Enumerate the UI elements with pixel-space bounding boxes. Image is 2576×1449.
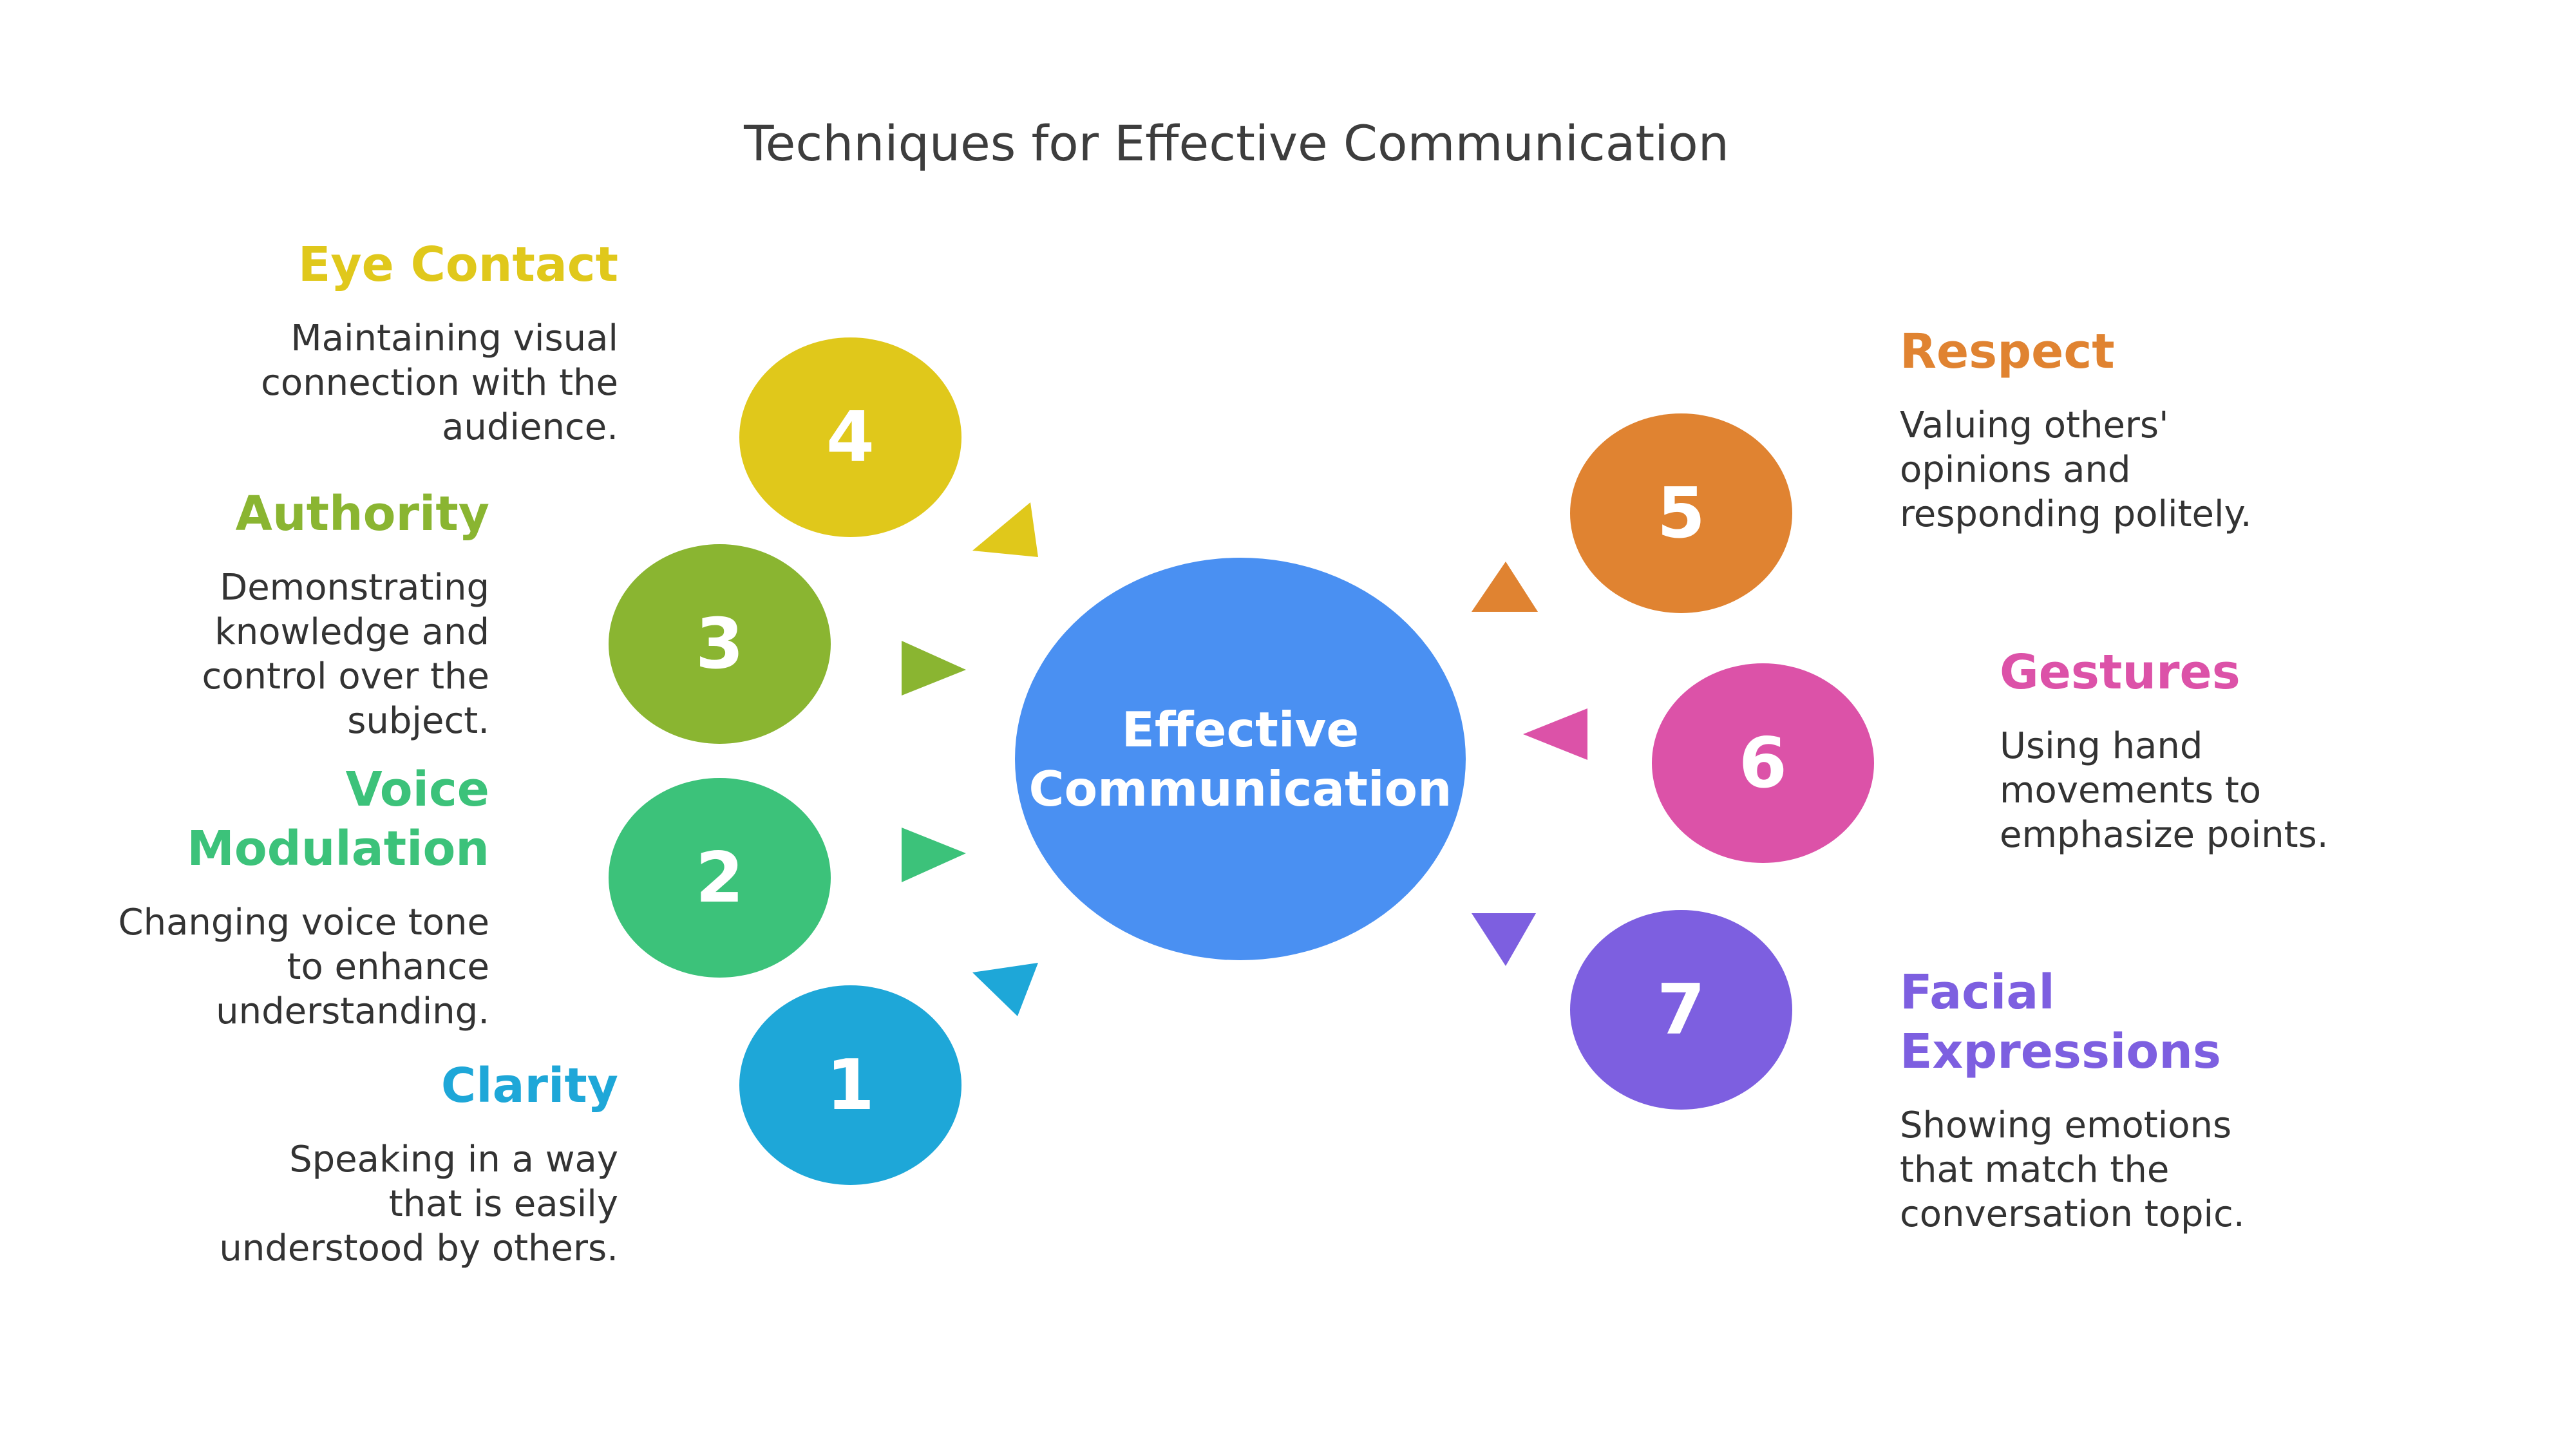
technique-6-number: 6 bbox=[1738, 723, 1788, 804]
technique-2-text: Voice Modulation Changing voice tone to … bbox=[90, 760, 489, 1034]
arrow-3-icon bbox=[902, 641, 966, 696]
technique-4-heading: Eye Contact bbox=[298, 237, 618, 292]
technique-2-circle: 2 bbox=[609, 778, 831, 978]
center-label-line-2: Communication bbox=[1028, 760, 1452, 817]
technique-3-description: Demonstrating knowledge and control over… bbox=[202, 567, 490, 742]
technique-3-number: 3 bbox=[695, 603, 744, 685]
technique-6-heading: Gestures bbox=[2000, 645, 2240, 700]
center-label: Effective Communication bbox=[1029, 700, 1452, 819]
technique-5-number: 5 bbox=[1656, 473, 1706, 554]
arrow-5-icon bbox=[1472, 562, 1538, 612]
center-circle: Effective Communication bbox=[1015, 558, 1466, 960]
arrow-7-icon bbox=[1472, 913, 1536, 966]
technique-6-circle: 6 bbox=[1652, 663, 1874, 863]
technique-3-circle: 3 bbox=[609, 544, 831, 744]
center-label-line-1: Effective bbox=[1121, 701, 1359, 758]
technique-3-heading: Authority bbox=[235, 486, 489, 542]
technique-1-number: 1 bbox=[826, 1045, 875, 1126]
technique-4-circle: 4 bbox=[739, 337, 961, 537]
technique-5-heading: Respect bbox=[1900, 324, 2115, 379]
technique-5-description: Valuing others' opinions and responding … bbox=[1900, 404, 2252, 535]
arrow-4-icon bbox=[972, 502, 1038, 557]
technique-3-text: Authority Demonstrating knowledge and co… bbox=[90, 484, 490, 743]
technique-7-heading: Facial Expressions bbox=[1900, 965, 2221, 1079]
technique-7-text: Facial Expressions Showing emotions that… bbox=[1900, 963, 2260, 1236]
diagram-title: Techniques for Effective Communication bbox=[744, 115, 1729, 172]
arrow-2-icon bbox=[902, 828, 966, 882]
technique-7-description: Showing emotions that match the conversa… bbox=[1900, 1104, 2245, 1235]
technique-4-description: Maintaining visual connection with the a… bbox=[261, 317, 618, 448]
technique-5-text: Respect Valuing others' opinions and res… bbox=[1900, 322, 2299, 536]
technique-4-text: Eye Contact Maintaining visual connectio… bbox=[219, 235, 618, 450]
technique-1-description: Speaking in a way that is easily underst… bbox=[219, 1139, 618, 1269]
technique-4-number: 4 bbox=[826, 397, 875, 478]
technique-2-number: 2 bbox=[695, 837, 744, 918]
arrow-1-icon bbox=[972, 963, 1038, 1016]
technique-2-description: Changing voice tone to enhance understan… bbox=[118, 902, 489, 1032]
arrow-6-icon bbox=[1523, 708, 1587, 760]
technique-6-description: Using hand movements to emphasize points… bbox=[2000, 725, 2329, 856]
technique-2-heading: Voice Modulation bbox=[187, 762, 489, 876]
technique-7-number: 7 bbox=[1656, 969, 1706, 1050]
technique-1-circle: 1 bbox=[739, 985, 961, 1185]
technique-6-text: Gestures Using hand movements to emphasi… bbox=[2000, 643, 2399, 857]
technique-1-heading: Clarity bbox=[440, 1058, 618, 1113]
technique-5-circle: 5 bbox=[1570, 413, 1792, 613]
technique-1-text: Clarity Speaking in a way that is easily… bbox=[219, 1056, 618, 1271]
technique-7-circle: 7 bbox=[1570, 910, 1792, 1110]
